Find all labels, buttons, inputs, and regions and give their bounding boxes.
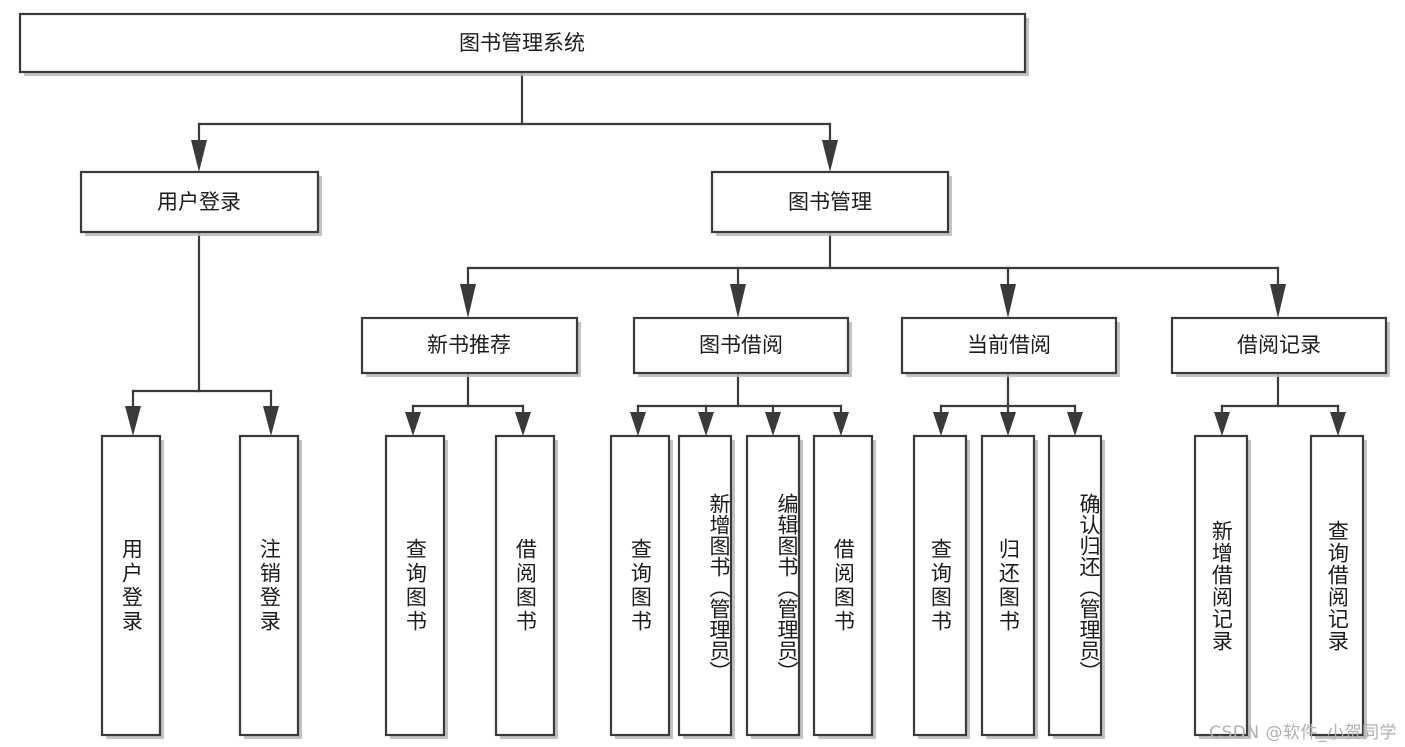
arrow-head-leaf-user-login <box>125 406 141 436</box>
node-box-user-login[interactable] <box>79 170 320 234</box>
arrow-head-leaf-add-record <box>1214 412 1230 436</box>
watermark-text: CSDN @软件_小贺同学 <box>1209 723 1397 743</box>
arrow-head-book-borrow <box>730 284 746 318</box>
arrow-head-current-borrow <box>1000 284 1016 318</box>
node-box-leaf-edit-book[interactable] <box>745 434 801 737</box>
node-label-book-borrow: 图书借阅 <box>699 333 783 357</box>
node-label-current-borrow: 当前借阅 <box>967 333 1051 357</box>
arrow-head-leaf-logout-login <box>263 406 279 436</box>
node-box-current-borrow[interactable] <box>900 316 1118 375</box>
node-box-book-management[interactable] <box>710 170 950 234</box>
arrow-head-leaf-query-book-2 <box>630 412 646 436</box>
node-box-leaf-query-book-3[interactable] <box>912 434 968 737</box>
node-box-leaf-confirm-return[interactable] <box>1047 434 1103 737</box>
node-label-book-management: 图书管理 <box>788 190 872 214</box>
node-box-leaf-return-book[interactable] <box>980 434 1036 737</box>
node-box-book-borrow[interactable] <box>632 316 850 375</box>
node-box-borrow-record[interactable] <box>1170 316 1388 375</box>
arrow-head-leaf-query-record <box>1330 412 1346 436</box>
arrow-head-book-management <box>822 140 838 172</box>
node-box-leaf-query-book-2[interactable] <box>609 434 671 737</box>
arrow-head-new-book-recommend <box>460 284 476 318</box>
arrow-head-leaf-add-book <box>698 412 714 436</box>
arrow-head-leaf-query-book-3 <box>933 412 949 436</box>
node-label-user-login: 用户登录 <box>157 190 241 214</box>
node-box-leaf-user-login[interactable] <box>100 434 162 737</box>
arrow-head-leaf-confirm-return <box>1067 412 1083 436</box>
node-box-new-book-recommend[interactable] <box>360 316 579 375</box>
node-label-root: 图书管理系统 <box>459 31 585 55</box>
arrow-head-user-login <box>191 140 207 172</box>
label-layer: 图书管理系统 用户登录 图书管理 新书推荐 图书借阅 当前借阅 借阅记录 <box>157 31 1321 357</box>
node-box-leaf-add-record[interactable] <box>1193 434 1249 737</box>
node-box-root[interactable] <box>18 12 1027 74</box>
node-box-leaf-borrow-book-2[interactable] <box>812 434 874 737</box>
node-layer <box>18 12 1390 739</box>
node-box-leaf-query-book-1[interactable] <box>384 434 446 737</box>
node-box-leaf-query-record[interactable] <box>1309 434 1365 737</box>
node-label-borrow-record: 借阅记录 <box>1237 333 1321 357</box>
node-box-leaf-logout-login[interactable] <box>238 434 300 737</box>
node-box-leaf-borrow-book-1[interactable] <box>494 434 556 737</box>
arrow-head-leaf-edit-book <box>765 412 781 436</box>
arrow-head-leaf-query-book-1 <box>405 412 421 436</box>
arrow-head-leaf-borrow-book-2 <box>833 412 849 436</box>
arrow-head-leaf-return-book <box>1000 412 1016 436</box>
node-label-new-book-recommend: 新书推荐 <box>427 333 511 357</box>
connector-layer <box>125 72 1346 436</box>
arrow-head-borrow-record <box>1270 284 1286 318</box>
node-box-leaf-add-book[interactable] <box>677 434 733 737</box>
arrow-head-leaf-borrow-book-1 <box>515 412 531 436</box>
